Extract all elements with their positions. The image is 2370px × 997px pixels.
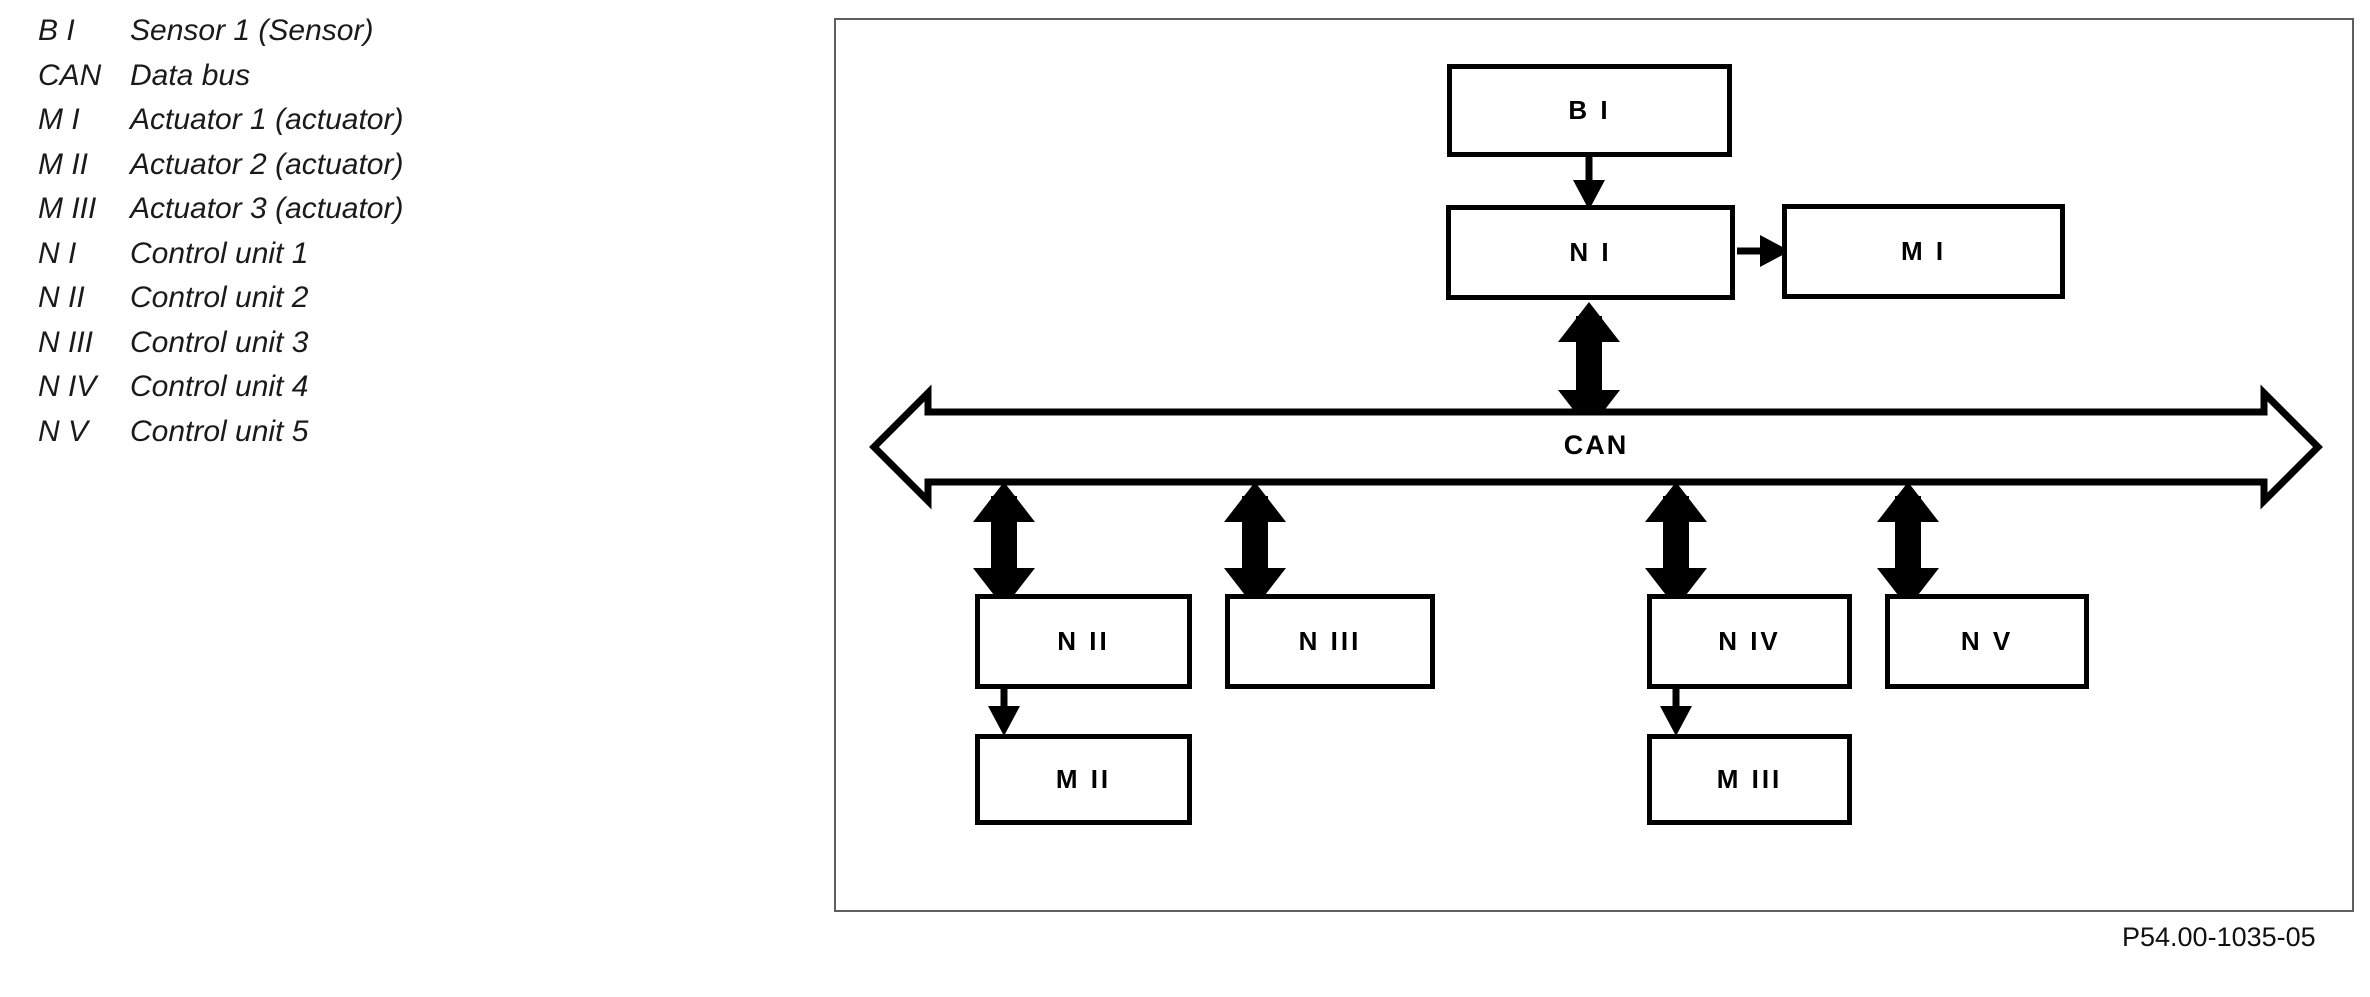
legend-item-label: Control unit 5 — [130, 414, 309, 448]
node-actuator-3-label: M III — [1716, 764, 1783, 794]
diagram-connectors — [869, 157, 2323, 736]
node-control-unit-2-label: N II — [1057, 626, 1110, 656]
node-control-unit-5[interactable]: N V — [1885, 594, 2089, 689]
legend-item-key: N V — [38, 414, 89, 448]
can-bus-label-text: CAN — [1563, 430, 1629, 460]
node-sensor-1-label: B I — [1568, 95, 1611, 125]
figure-id-text: P54.00-1035-05 — [2122, 922, 2316, 952]
arrow-bus-to-controlunit2 — [973, 482, 1035, 608]
legend-item-label: Control unit 1 — [130, 236, 309, 270]
legend-item: N II Control unit 2 — [38, 281, 798, 326]
arrow-bus-to-controlunit5 — [1877, 482, 1939, 608]
legend-item-label: Data bus — [130, 58, 251, 92]
legend-item-label: Sensor 1 (Sensor) — [130, 14, 374, 47]
node-control-unit-5-label: N V — [1960, 626, 2014, 656]
legend-item: CAN Data bus — [38, 59, 798, 104]
arrow-bus-to-controlunit3 — [1224, 482, 1286, 608]
arrow-bus-to-controlunit4 — [1645, 482, 1707, 608]
legend-item: N I Control unit 1 — [38, 237, 798, 282]
legend-item-key: M I — [38, 103, 80, 136]
legend-item: B I Sensor 1 (Sensor) — [38, 14, 798, 59]
legend-item-key: N III — [38, 325, 94, 359]
node-actuator-1[interactable]: M I — [1782, 204, 2065, 299]
arrow-controlunit1-to-bus — [1558, 302, 1620, 430]
legend-item: N V Control unit 5 — [38, 415, 798, 460]
node-control-unit-4-label: N IV — [1718, 626, 1781, 656]
node-control-unit-3[interactable]: N III — [1225, 594, 1435, 689]
legend-item: M III Actuator 3 (actuator) — [38, 192, 798, 237]
node-actuator-1-label: M I — [1900, 236, 1947, 266]
legend-item-key: M III — [38, 192, 97, 225]
can-bus-shape — [869, 384, 2323, 510]
node-control-unit-1[interactable]: N I — [1446, 205, 1735, 300]
node-control-unit-1-label: N I — [1569, 237, 1612, 267]
node-actuator-2[interactable]: M II — [975, 734, 1192, 825]
legend-list: B I Sensor 1 (Sensor) CAN Data bus M I A… — [38, 14, 798, 459]
legend-item-key: M II — [38, 147, 88, 181]
legend-item-label: Actuator 2 (actuator) — [130, 147, 404, 181]
legend-item-label: Actuator 3 (actuator) — [130, 192, 404, 225]
diagram-frame: B I N I M I CAN N II N III N IV N V M II… — [834, 18, 2354, 912]
legend-item-label: Control unit 3 — [130, 325, 309, 359]
legend-item-key: N II — [38, 281, 85, 314]
node-actuator-2-label: M II — [1055, 764, 1112, 794]
arrow-controlunit1-to-actuator1 — [1737, 235, 1790, 267]
arrow-controlunit2-to-actuator2 — [988, 689, 1020, 736]
arrow-controlunit4-to-actuator3 — [1660, 689, 1692, 736]
can-bus-label: CAN — [836, 430, 2356, 461]
legend-item-key: N IV — [38, 370, 97, 403]
legend-item-label: Control unit 4 — [130, 370, 309, 403]
node-control-unit-3-label: N III — [1298, 626, 1362, 656]
node-sensor-1[interactable]: B I — [1447, 64, 1732, 157]
node-actuator-3[interactable]: M III — [1647, 734, 1852, 825]
legend-item-key: CAN — [38, 58, 102, 92]
legend-item-key: N I — [38, 236, 77, 270]
node-control-unit-4[interactable]: N IV — [1647, 594, 1852, 689]
legend-item-label: Control unit 2 — [130, 281, 309, 314]
legend-item: M II Actuator 2 (actuator) — [38, 148, 798, 193]
node-control-unit-2[interactable]: N II — [975, 594, 1192, 689]
arrow-sensor1-to-controlunit1 — [1573, 157, 1605, 210]
legend-item-key: B I — [38, 14, 75, 47]
legend-item: M I Actuator 1 (actuator) — [38, 103, 798, 148]
figure-caption: P54.00-1035-05 — [2122, 922, 2316, 953]
legend-item: N III Control unit 3 — [38, 326, 798, 371]
legend-item-label: Actuator 1 (actuator) — [130, 103, 404, 136]
legend-item: N IV Control unit 4 — [38, 370, 798, 415]
